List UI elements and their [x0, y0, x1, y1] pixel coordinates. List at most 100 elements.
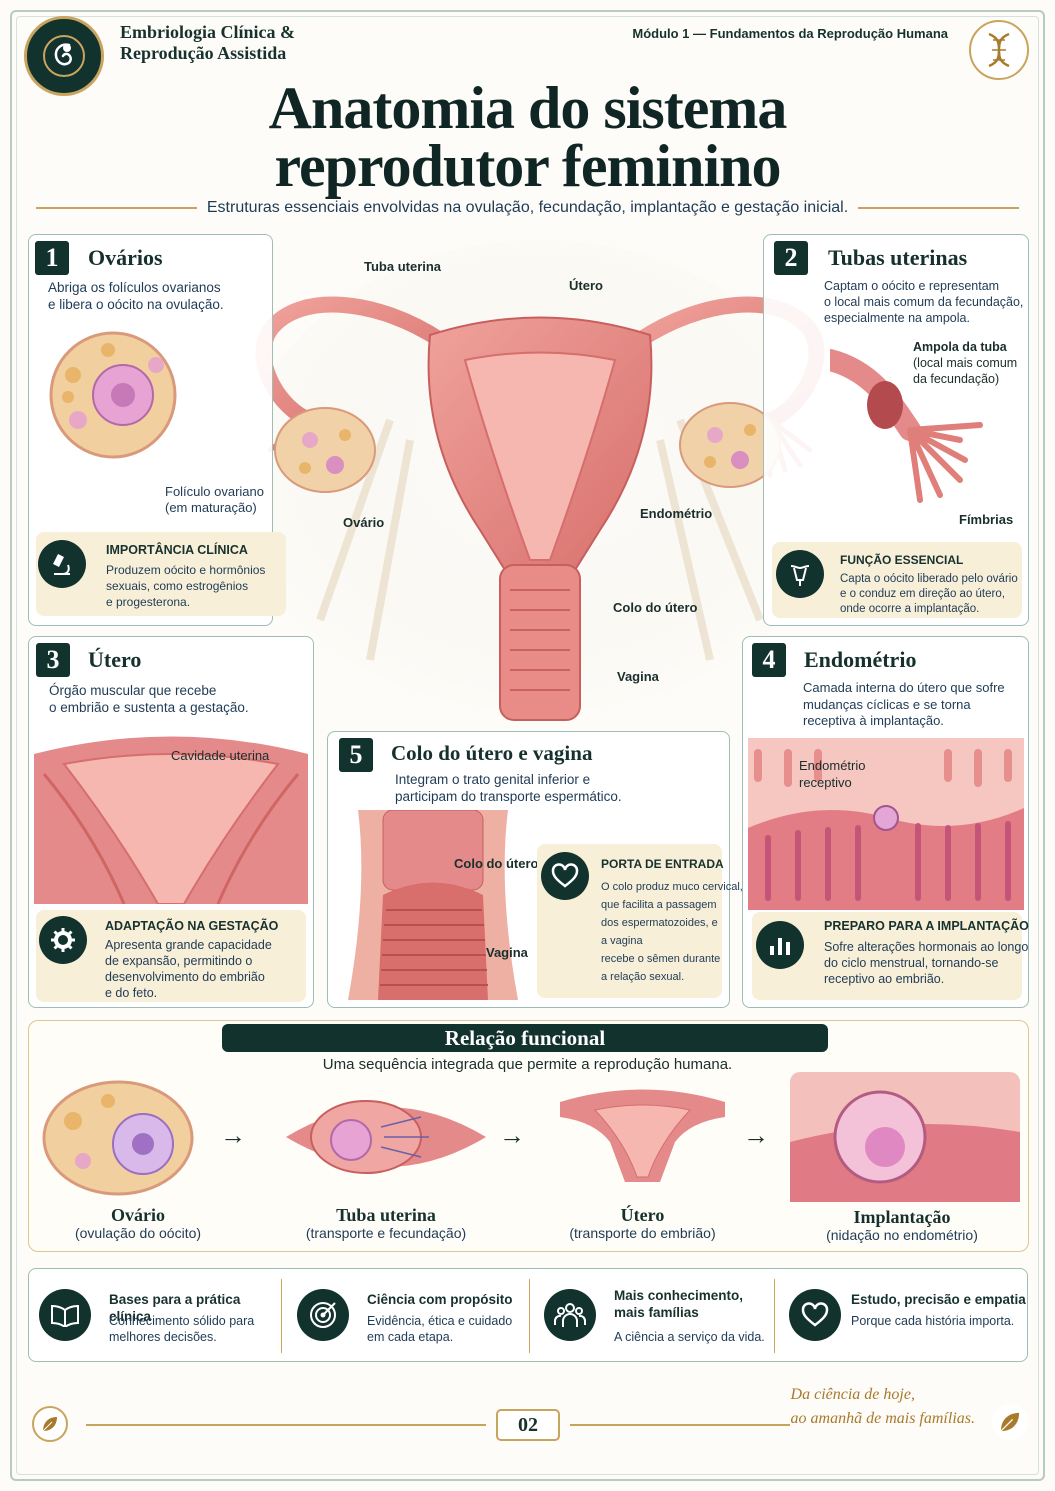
flow-step-sub: (ovulação do oócito)	[74, 1225, 202, 1241]
cervix-vagina-illustration	[348, 810, 518, 1000]
panel-number: 3	[36, 643, 70, 677]
panel-title: Tubas uterinas	[828, 245, 968, 270]
leaf-icon	[992, 1404, 1028, 1440]
uterine-cavity-illustration	[34, 736, 308, 904]
heart-icon	[789, 1289, 841, 1341]
functional-relation-title: Relação funcional	[222, 1024, 828, 1052]
panel-title: Endométrio	[804, 647, 917, 672]
label-tuba-uterina: Tuba uterina	[364, 259, 442, 274]
microscope-icon	[38, 540, 86, 588]
page-frame	[10, 10, 1045, 1481]
cervix-vagina	[499, 564, 581, 721]
flow-ovary-illustration	[42, 1080, 194, 1196]
page-subtitle-row: Estruturas essenciais envolvidas na ovul…	[36, 199, 1020, 217]
bar-chart-icon	[756, 921, 804, 969]
value-text: A ciência a serviço da vida.	[614, 1330, 765, 1344]
value-title: Mais conhecimento,mais famílias	[614, 1288, 744, 1320]
panel-number: 5	[339, 738, 373, 772]
target-icon	[297, 1289, 349, 1341]
gold-rule	[86, 1424, 486, 1426]
callout-title: IMPORTÂNCIA CLÍNICA	[106, 543, 248, 557]
panel-title: Útero	[88, 647, 142, 672]
follicle-illustration	[49, 331, 177, 459]
page-frame-inner	[16, 16, 1039, 1475]
gear-icon	[39, 916, 87, 964]
panel-title: Colo do útero e vagina	[391, 741, 593, 765]
flow-step-name: Ovário	[111, 1205, 165, 1225]
arrow-right-icon: →	[499, 1120, 525, 1150]
receptive-endometrium-illustration	[748, 738, 1024, 910]
gold-rule	[858, 207, 1020, 209]
label-fimbrias: Fímbrias	[959, 512, 1014, 527]
flow-step-name: Implantação	[853, 1207, 951, 1227]
gold-rule	[570, 1424, 790, 1426]
value-item: Estudo, precisão e empatia Porque cada h…	[779, 1269, 1029, 1363]
brand-line-2: Reprodução Assistida	[120, 43, 287, 63]
uterine-cavity	[463, 351, 617, 561]
callout-text: O colo produz muco cervical,que facilita…	[601, 881, 743, 983]
arrow-right-icon: →	[220, 1120, 246, 1150]
panel-title: Ovários	[88, 245, 163, 270]
flow-uterus-illustration	[560, 1089, 725, 1182]
functional-relation-subtitle: Uma sequência integrada que permite a re…	[322, 1056, 733, 1073]
dna-icon	[969, 20, 1029, 80]
page-number: 02	[496, 1409, 560, 1441]
label-endometrio: Endométrio	[640, 506, 713, 521]
value-item: Mais conhecimento,mais famílias A ciênci…	[534, 1269, 779, 1363]
flow-step-name: Útero	[620, 1205, 665, 1225]
module-label: Módulo 1 — Fundamentos da Reprodução Hum…	[632, 26, 948, 41]
callout-title: ADAPTAÇÃO NA GESTAÇÃO	[105, 919, 279, 933]
values-strip: Bases para a prática clínica Conheciment…	[28, 1268, 1028, 1362]
value-title: Estudo, precisão e empatia	[851, 1292, 1026, 1307]
tube-ampulla-illustration	[830, 349, 983, 503]
value-title: Ciência com propósito	[367, 1292, 513, 1307]
heart-icon	[541, 852, 589, 900]
embryo-logo-icon	[24, 16, 104, 96]
book-icon	[39, 1289, 91, 1341]
flow-step-sub: (nidação no endométrio)	[826, 1227, 978, 1243]
uterus-diagram	[240, 240, 840, 721]
callout-title: PREPARO PARA A IMPLANTAÇÃO	[824, 919, 1029, 933]
brand-name: Embriologia Clínica & Reprodução Assisti…	[120, 22, 295, 64]
flow-step-sub: (transporte do embrião)	[569, 1225, 716, 1241]
divider	[529, 1279, 530, 1353]
brand-line-1: Embriologia Clínica &	[120, 22, 295, 42]
flow-step-name: Tuba uterina	[336, 1205, 436, 1225]
left-ovary	[274, 407, 376, 493]
callout-title: FUNÇÃO ESSENCIAL	[840, 553, 964, 567]
label-colo-do-utero-panel: Colo do útero	[454, 856, 539, 871]
flow-step-sub: (transporte e fecundação)	[305, 1225, 467, 1241]
family-icon	[544, 1289, 596, 1341]
arrow-right-icon: →	[743, 1120, 769, 1150]
flow-implantation-illustration	[790, 1072, 1020, 1202]
panel-number: 1	[35, 241, 69, 275]
leaf-icon	[32, 1406, 68, 1442]
label-foliculo: Folículo ovariano(em maturação)	[165, 484, 264, 515]
divider	[281, 1279, 282, 1353]
left-tube	[255, 296, 448, 428]
value-item: Ciência com propósito Evidência, ética e…	[287, 1269, 537, 1363]
value-item: Bases para a prática clínica Conheciment…	[29, 1269, 279, 1363]
label-vagina: Vagina	[617, 669, 659, 684]
value-title: Bases para a prática clínica	[109, 1292, 241, 1324]
label-colo-do-utero: Colo do útero	[613, 600, 698, 615]
page-title-line-1: Anatomia do sistema	[268, 75, 788, 141]
flow-tube-illustration	[286, 1100, 486, 1174]
panel-number: 4	[752, 643, 786, 677]
label-vagina-panel: Vagina	[486, 945, 528, 960]
label-utero: Útero	[569, 278, 603, 293]
footer-quote: Da ciência de hoje, ao amanhã de mais fa…	[790, 1386, 975, 1427]
divider	[774, 1279, 775, 1353]
gold-rule	[36, 207, 197, 209]
